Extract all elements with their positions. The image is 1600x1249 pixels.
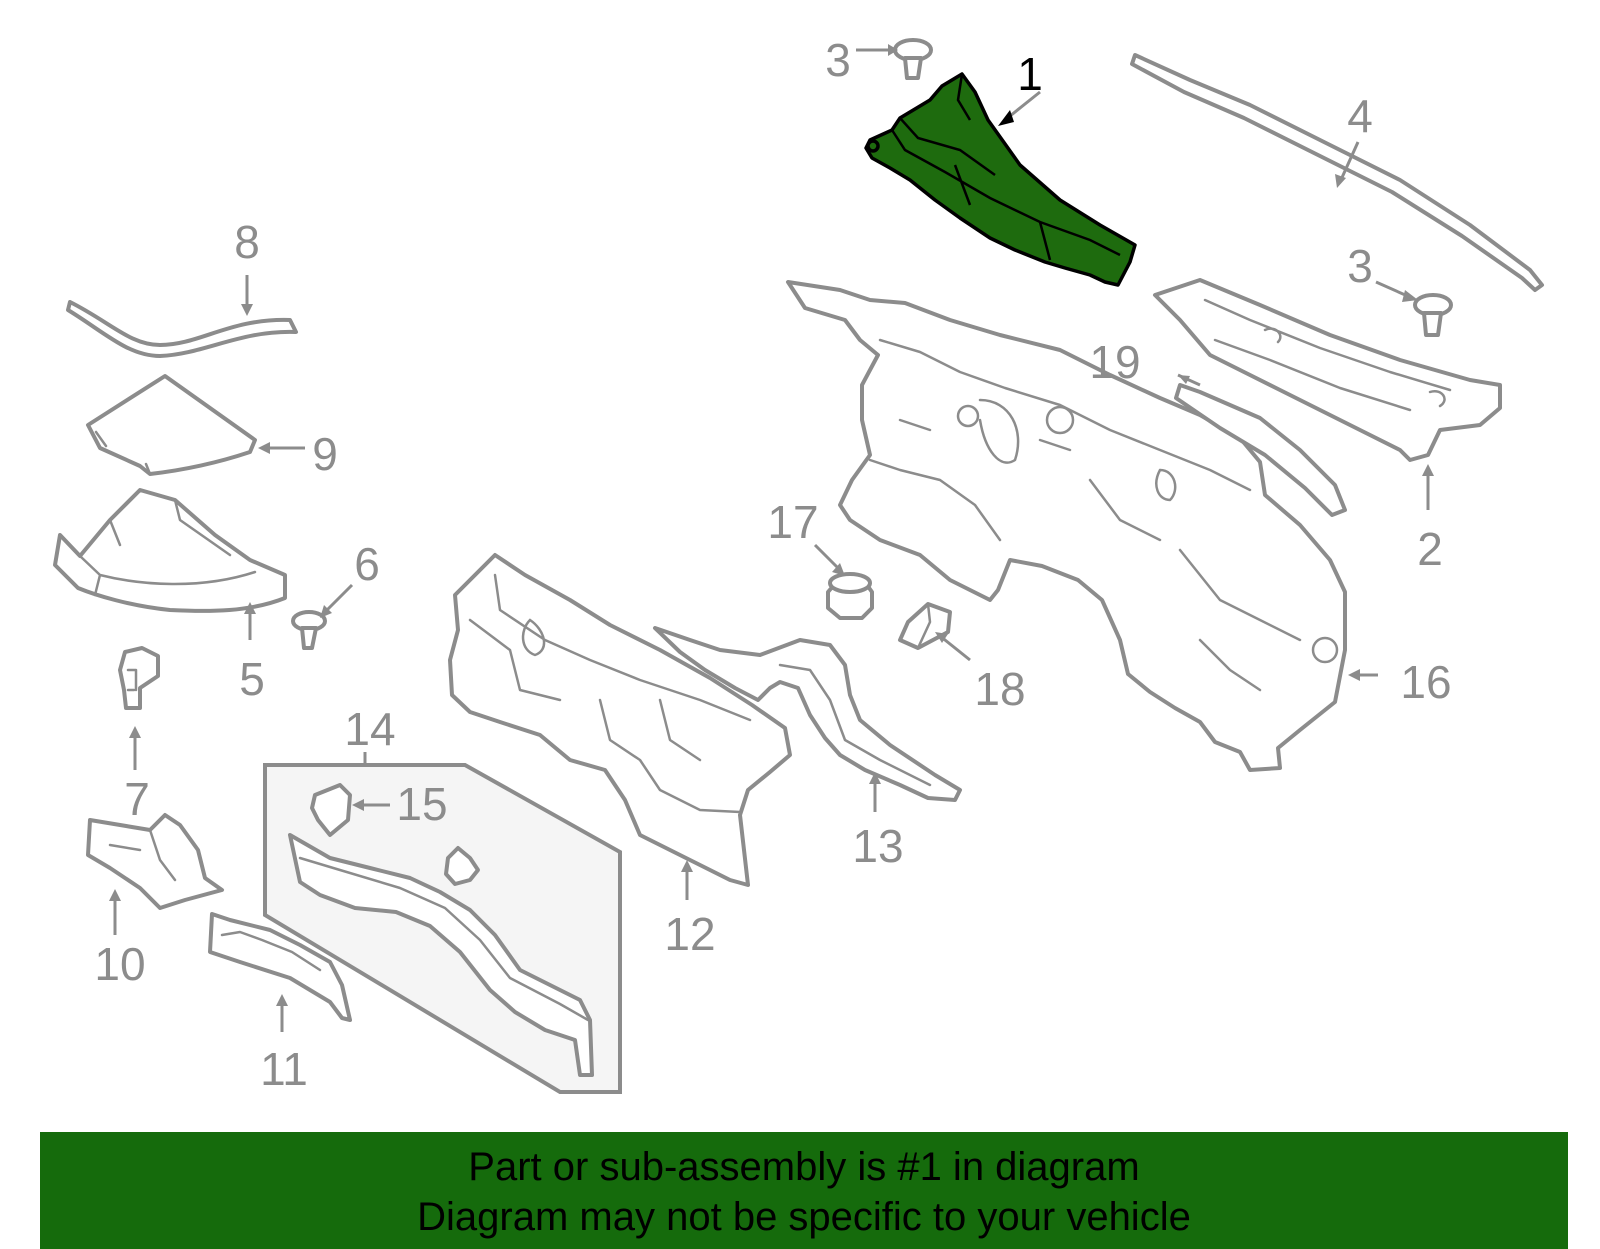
part-3-clip-top[interactable] [893,38,933,80]
part-12-dash-panel[interactable] [448,553,792,887]
callout-2: 2 [1417,523,1443,575]
callout-18: 18 [974,663,1025,715]
callout-4: 4 [1347,90,1373,142]
leader-lines [109,44,1434,1032]
part-8-seal[interactable] [66,300,298,358]
callout-17: 17 [767,496,818,548]
part-16-firewall[interactable] [786,280,1347,772]
callout-3-top: 3 [825,34,851,86]
part-9-cover[interactable] [86,374,257,476]
part-13-reinforcement[interactable] [653,626,962,802]
callout-19: 19 [1089,336,1140,388]
part-11-strip[interactable] [208,912,352,1022]
callout-3-right: 3 [1347,240,1373,292]
callout-10: 10 [94,938,145,990]
part-14-clip[interactable] [444,846,480,886]
info-banner: Part or sub-assembly is #1 in diagram Di… [40,1132,1568,1249]
part-18-block[interactable] [898,602,952,650]
part-6-clip[interactable] [291,610,327,650]
part-19-strip[interactable] [1174,383,1347,517]
part-17-grommet[interactable] [826,572,874,620]
part-2-cowl-panel[interactable] [1153,278,1502,462]
part-5-box-frame[interactable] [53,488,287,613]
part-4-weatherstrip[interactable] [1130,53,1544,292]
callout-15: 15 [396,778,447,830]
part-1-highlighted[interactable] [864,72,1137,287]
part-15-bracket[interactable] [310,783,352,837]
part-7-bracket[interactable] [118,646,160,710]
banner-line-1: Part or sub-assembly is #1 in diagram [468,1145,1140,1189]
callout-9: 9 [312,428,338,480]
part-3-clip-right[interactable] [1413,293,1453,337]
callout-13: 13 [852,820,903,872]
callout-12: 12 [664,908,715,960]
part-10-cowl-side[interactable] [86,813,224,910]
callout-1: 1 [1017,48,1043,100]
callout-14: 14 [344,703,395,755]
banner-line-2: Diagram may not be specific to your vehi… [417,1195,1191,1239]
callout-7: 7 [124,773,150,825]
part-14-rail[interactable] [288,833,594,1077]
callout-6: 6 [354,538,380,590]
callout-8: 8 [234,216,260,268]
callout-16: 16 [1400,656,1451,708]
callout-11: 11 [260,1043,308,1095]
callout-5: 5 [239,653,265,705]
